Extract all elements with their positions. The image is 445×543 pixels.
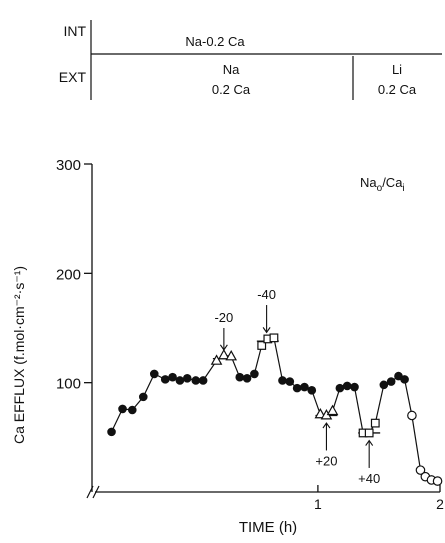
x-tick-label: 1	[314, 496, 322, 512]
data-point-open-circle	[407, 410, 417, 421]
int-label: INT	[63, 23, 86, 39]
data-point-filled-circle	[118, 404, 127, 414]
data-point-filled-circle	[285, 377, 295, 386]
data-point-open-circle	[432, 476, 443, 486]
x-axis-break-mark-2	[92, 485, 100, 499]
data-point-open-triangle	[314, 407, 327, 419]
axis-ticks: 100 200 300 1 2	[56, 157, 444, 512]
data-point-filled-circle	[350, 382, 359, 392]
data-point-filled-circle	[127, 405, 137, 415]
x-tick-label: 2	[436, 496, 444, 512]
ext-solution-1-ion: Na	[223, 62, 240, 77]
data-point-filled-circle	[400, 375, 409, 384]
step-arrow-head	[322, 422, 331, 429]
data-point-filled-circle	[342, 381, 352, 391]
x-axis-break-mark-1	[86, 485, 94, 499]
data-point-filled-circle	[307, 386, 317, 395]
step-arrow-label: -20	[214, 310, 233, 325]
data-point-filled-circle	[198, 376, 208, 385]
protocol-bar: INT EXT Na-0.2 Ca Na 0.2 Ca Li 0.2 Ca	[59, 20, 442, 100]
step-arrow-label: +40	[358, 471, 380, 486]
annotation-sub-i: i	[402, 183, 404, 194]
data-points	[107, 333, 443, 486]
data-point-filled-circle	[160, 375, 170, 384]
data-point-filled-circle	[235, 372, 245, 382]
step-arrow-head	[365, 439, 374, 446]
y-axis-label: Ca EFFLUX (f.mol·cm⁻²·s⁻¹)	[11, 266, 27, 444]
data-point-filled-circle	[335, 383, 345, 393]
voltage-step-arrows: -20 -40 +20 +40	[214, 287, 380, 486]
data-point-filled-circle	[386, 377, 396, 386]
data-point-open-triangle	[326, 404, 339, 416]
data-point-open-triangle	[218, 348, 230, 360]
y-tick-label: 300	[56, 157, 81, 174]
connecting-line	[110, 337, 438, 482]
step-arrow-label: -40	[257, 287, 276, 302]
data-point-filled-circle	[379, 380, 389, 390]
data-point-open-triangle	[210, 354, 223, 365]
data-point-filled-circle	[149, 369, 159, 379]
ext-solution-2-ca: 0.2 Ca	[378, 82, 417, 97]
x-axis-label: TIME (h)	[239, 519, 297, 536]
chart-annotation: Nao/Cai	[360, 175, 405, 194]
data-point-filled-circle	[191, 376, 201, 385]
data-point-filled-circle	[168, 372, 177, 382]
annotation-na: Na	[360, 175, 377, 190]
data-point-filled-circle	[278, 376, 287, 385]
data-point-open-square	[370, 418, 380, 428]
ext-solution-1-ca: 0.2 Ca	[212, 82, 251, 97]
data-point-filled-circle	[250, 369, 259, 379]
y-tick-label: 100	[56, 376, 81, 393]
data-point-filled-circle	[242, 373, 252, 383]
data-point-filled-circle	[107, 427, 116, 437]
data-point-open-square	[257, 341, 267, 350]
data-point-filled-circle	[292, 383, 302, 393]
data-point-open-square	[269, 333, 279, 343]
annotation-sub-o: o	[377, 183, 383, 194]
step-arrow-label: +20	[315, 453, 337, 468]
int-solution: Na-0.2 Ca	[185, 34, 245, 49]
data-point-filled-circle	[182, 373, 192, 383]
ext-label: EXT	[59, 69, 87, 85]
y-tick-label: 200	[56, 266, 81, 283]
data-point-open-circle	[415, 465, 426, 475]
data-point-open-square	[364, 428, 374, 438]
data-point-filled-circle	[300, 382, 309, 392]
data-point-filled-circle	[175, 376, 185, 385]
step-arrow-head	[262, 327, 271, 334]
axes: TIME (h) Ca EFFLUX (f.mol·cm⁻²·s⁻¹) Nao/…	[11, 164, 440, 536]
series-line	[110, 337, 438, 482]
ext-solution-2-ion: Li	[392, 62, 402, 77]
data-point-open-triangle	[225, 349, 238, 361]
annotation-slash-ca: /Ca	[382, 175, 403, 190]
data-point-filled-circle	[138, 392, 148, 402]
